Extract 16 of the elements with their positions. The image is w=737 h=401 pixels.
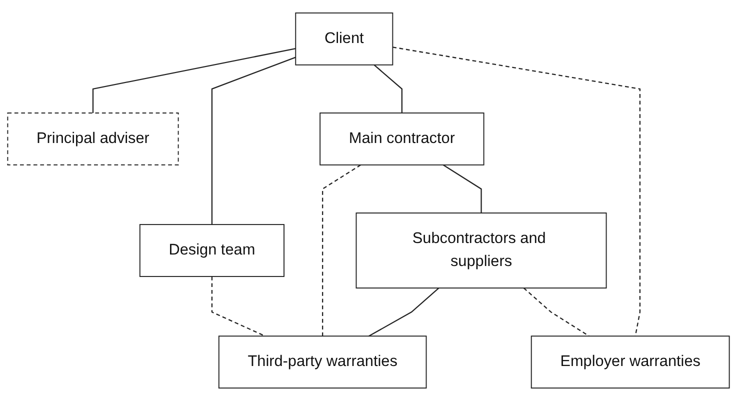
node-box: Employer warranties (530, 336, 730, 389)
node-box: Main contractor (320, 112, 484, 166)
connector (211, 56, 296, 225)
connector (211, 276, 266, 337)
connector (374, 64, 402, 113)
node-box: Design team (139, 224, 284, 277)
connector (523, 288, 590, 337)
node-box: Subcontractors and suppliers (356, 212, 607, 288)
node-box: Third-party warranties (218, 336, 427, 389)
node-box: Client (295, 12, 394, 66)
connector (368, 288, 440, 337)
connector (92, 48, 296, 113)
connector (442, 164, 482, 213)
connector (322, 164, 362, 336)
connector (392, 46, 641, 336)
node-box: Principal adviser (7, 112, 179, 166)
